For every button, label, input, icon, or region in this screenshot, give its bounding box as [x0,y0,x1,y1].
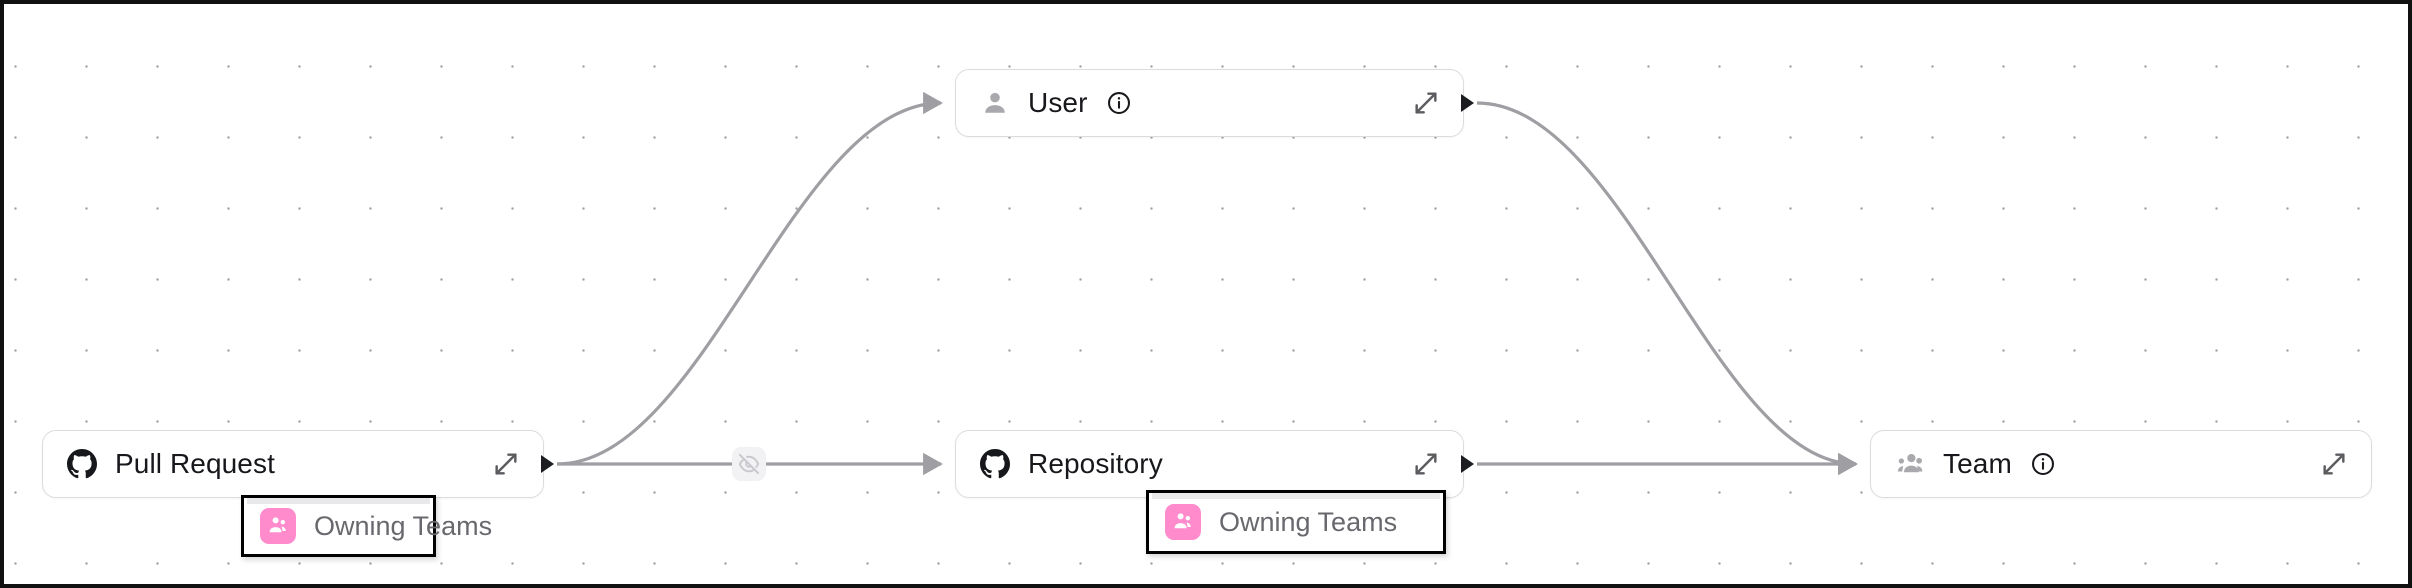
node-source-handle[interactable] [1461,94,1474,112]
people-group-icon [1895,449,1925,479]
expand-arrows-icon[interactable] [2319,449,2349,479]
node-label: Team [1943,448,2012,479]
person-icon [980,88,1010,118]
node-source-handle[interactable] [1461,455,1474,473]
owning-teams-label: Owning Teams [1219,506,1398,537]
expand-arrows-icon[interactable] [491,449,521,479]
eye-off-icon [738,453,760,475]
node-repository[interactable]: Repository [955,430,1474,498]
people-group-badge-icon [1165,504,1201,540]
github-icon [67,449,97,479]
people-group-badge-icon [260,508,296,544]
node-label: Pull Request [115,448,275,479]
edge-user-to-team[interactable] [1476,101,1858,476]
expand-arrows-icon[interactable] [1411,449,1441,479]
node-user[interactable]: User [955,69,1474,137]
info-circle-icon[interactable] [1106,90,1132,116]
node-source-handle[interactable] [541,455,554,473]
owning-teams-tooltip-repository[interactable]: Owning Teams [1146,490,1446,554]
info-circle-icon[interactable] [2030,451,2056,477]
expand-arrows-icon[interactable] [1411,88,1441,118]
github-icon [980,449,1010,479]
node-label: User [1028,87,1088,118]
edge-visibility-badge[interactable] [732,447,766,481]
edge-pull-request-to-user[interactable] [556,91,943,466]
owning-teams-label: Owning Teams [314,510,493,541]
node-label: Repository [1028,448,1163,479]
node-pull-request[interactable]: Pull Request [42,430,554,498]
owning-teams-tooltip-pull-request[interactable]: Owning Teams [241,495,492,557]
node-team[interactable]: Team [1870,430,2372,498]
